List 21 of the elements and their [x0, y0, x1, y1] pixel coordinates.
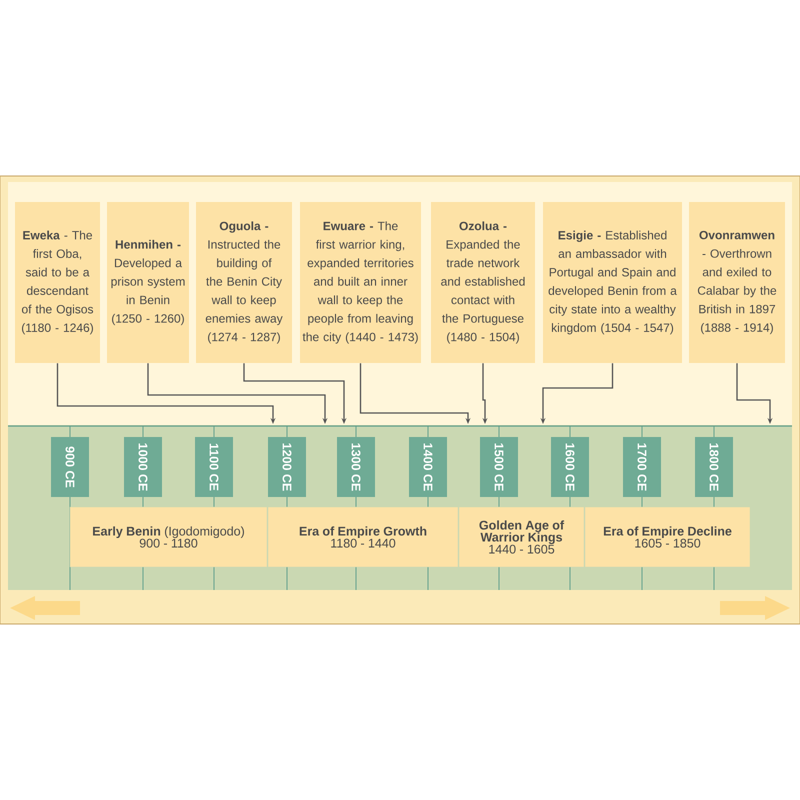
- ruler-card: Oguola - Instructed the building of the Benin City wall to keep enemies away (1274 - 1287): [196, 202, 292, 363]
- ruler-card: Ovonramwen - Overthrown and exiled to Calabar by the British in 1897 (1888 - 1914): [689, 202, 785, 363]
- year-tab: 900 CE: [51, 437, 89, 497]
- year-tab: 1800 CE: [695, 437, 733, 497]
- ruler-card: Henmihen - Developed a prison system in Benin (1250 - 1260): [107, 202, 189, 363]
- ruler-card: Ewuare - The first warrior king, expanded territories and built an inner wall to keep the people from leaving the city (1440 - 1473): [300, 202, 421, 363]
- ruler-card: Esigie - Established an ambassador with Portugal and Spain and developed Benin from a city state into a wealthy kingdom (1504 - 1547): [543, 202, 682, 363]
- year-tab: 1100 CE: [195, 437, 233, 497]
- era-box: Era of Empire Decline 1605 - 1850: [584, 506, 750, 568]
- ruler-card: Eweka - The first Oba, said to be a descendant of the Ogisos (1180 - 1246): [15, 202, 100, 363]
- era-box: Era of Empire Growth 1180 - 1440: [268, 506, 458, 568]
- year-tab: 1600 CE: [551, 437, 589, 497]
- era-box: Early Benin (Igodomigodo) 900 - 1180: [70, 506, 268, 568]
- year-tab: 1500 CE: [480, 437, 518, 497]
- year-tab: 1000 CE: [124, 437, 162, 497]
- ruler-card: Ozolua - Expanded the trade network and established contact with the Portuguese (1480 - 1504): [431, 202, 535, 363]
- year-tab: 1700 CE: [623, 437, 661, 497]
- era-box: Golden Age of Warrior Kings 1440 - 1605: [458, 506, 584, 568]
- year-tab: 1400 CE: [409, 437, 447, 497]
- year-tab: 1200 CE: [268, 437, 306, 497]
- year-tab: 1300 CE: [337, 437, 375, 497]
